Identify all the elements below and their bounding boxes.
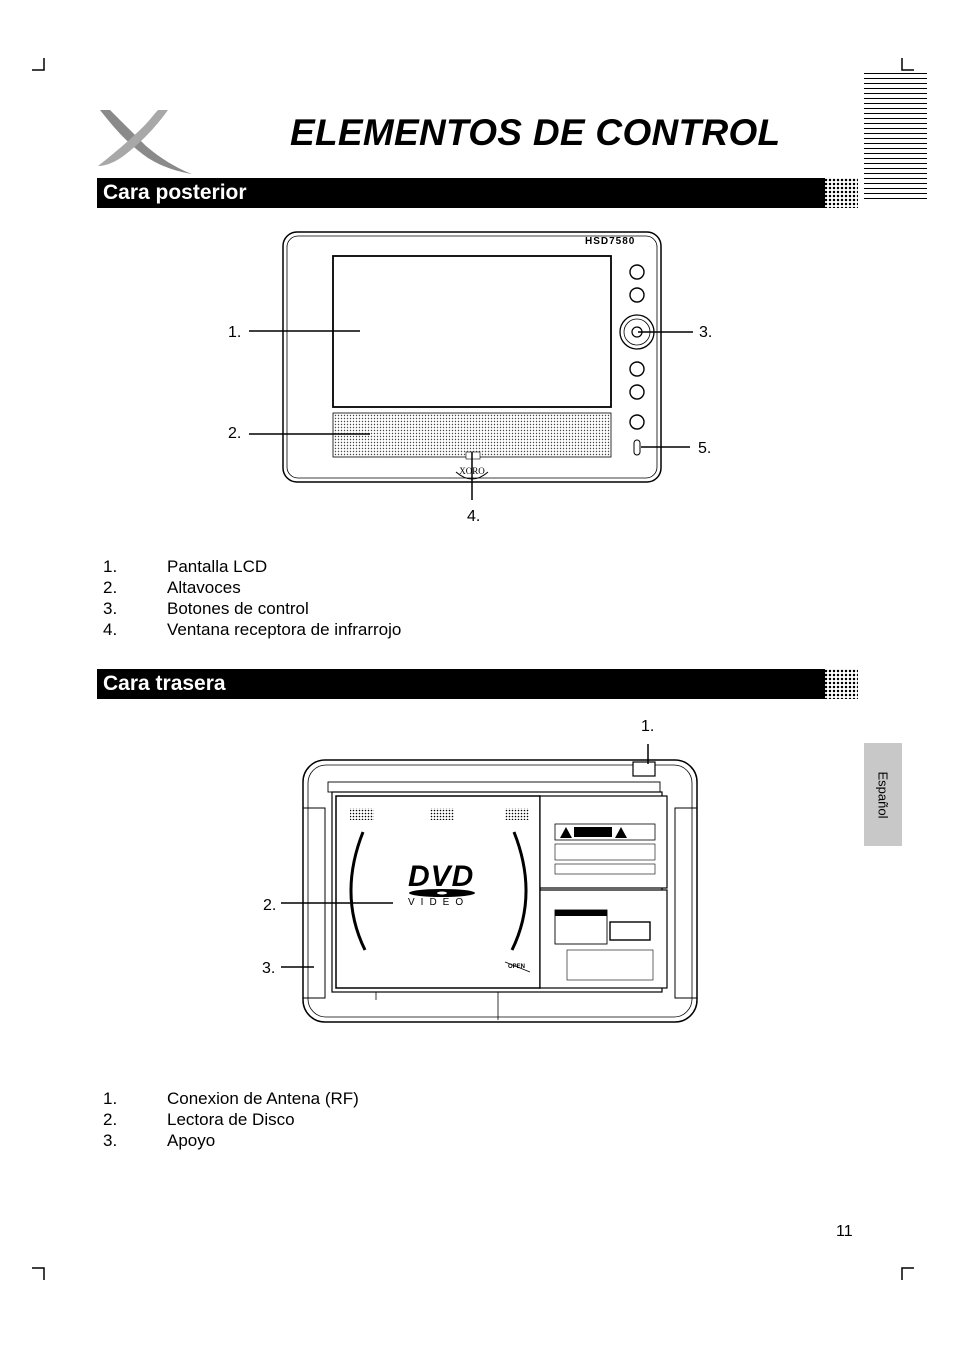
- crop-mark-icon: [901, 58, 914, 71]
- crop-mark-icon: [901, 1267, 914, 1280]
- callout-label: 4.: [467, 508, 481, 525]
- dot-pattern: [820, 178, 858, 208]
- section-heading-bar: Cara posterior: [97, 178, 825, 208]
- page-title: ELEMENTOS DE CONTROL: [290, 112, 781, 153]
- callout-label: 2.: [263, 897, 277, 914]
- model-label: HSD7580: [585, 236, 636, 247]
- dot-pattern: [820, 669, 858, 699]
- callout-label: 3.: [262, 960, 276, 977]
- xoro-x-logo-icon: [98, 110, 192, 174]
- back-device-diagram: [281, 744, 698, 1023]
- front-device-diagram: XORO: [249, 231, 693, 500]
- dvd-logo: DVD: [408, 860, 475, 893]
- language-tab-label: Español: [875, 771, 891, 819]
- dvd-video-text: VIDEO: [408, 897, 470, 908]
- callout-label: 3.: [699, 324, 713, 341]
- section-heading: Cara posterior: [103, 181, 247, 204]
- section-heading: Cara trasera: [103, 672, 226, 695]
- section-heading-bar: Cara trasera: [97, 669, 825, 699]
- page-number: 11: [836, 1223, 853, 1240]
- open-label: OPEN: [508, 964, 526, 970]
- callout-label: 1.: [228, 324, 242, 341]
- crop-mark-icon: [32, 1267, 45, 1280]
- crop-mark-icon: [32, 58, 45, 71]
- language-tab: Español: [864, 743, 902, 846]
- callout-label: 1.: [641, 718, 655, 735]
- decorative-stripes: [864, 73, 927, 200]
- callout-label: 5.: [698, 440, 712, 457]
- callout-label: 2.: [228, 425, 242, 442]
